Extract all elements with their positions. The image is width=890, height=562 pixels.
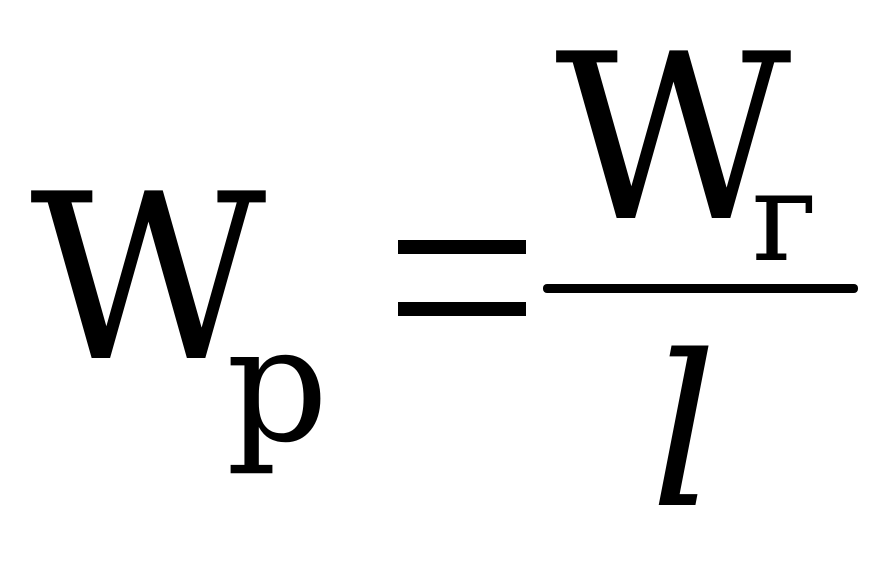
- numerator-subscript: г: [752, 145, 818, 290]
- denominator-symbol: l: [650, 310, 718, 555]
- numerator-symbol: W: [555, 6, 792, 273]
- equals-bar-top: [398, 240, 526, 254]
- fraction-line: [543, 284, 858, 293]
- lhs-symbol: W: [30, 146, 267, 413]
- equals-bar-bottom: [398, 302, 526, 316]
- lhs-subscript: р: [226, 291, 329, 478]
- equals-sign: [398, 240, 526, 316]
